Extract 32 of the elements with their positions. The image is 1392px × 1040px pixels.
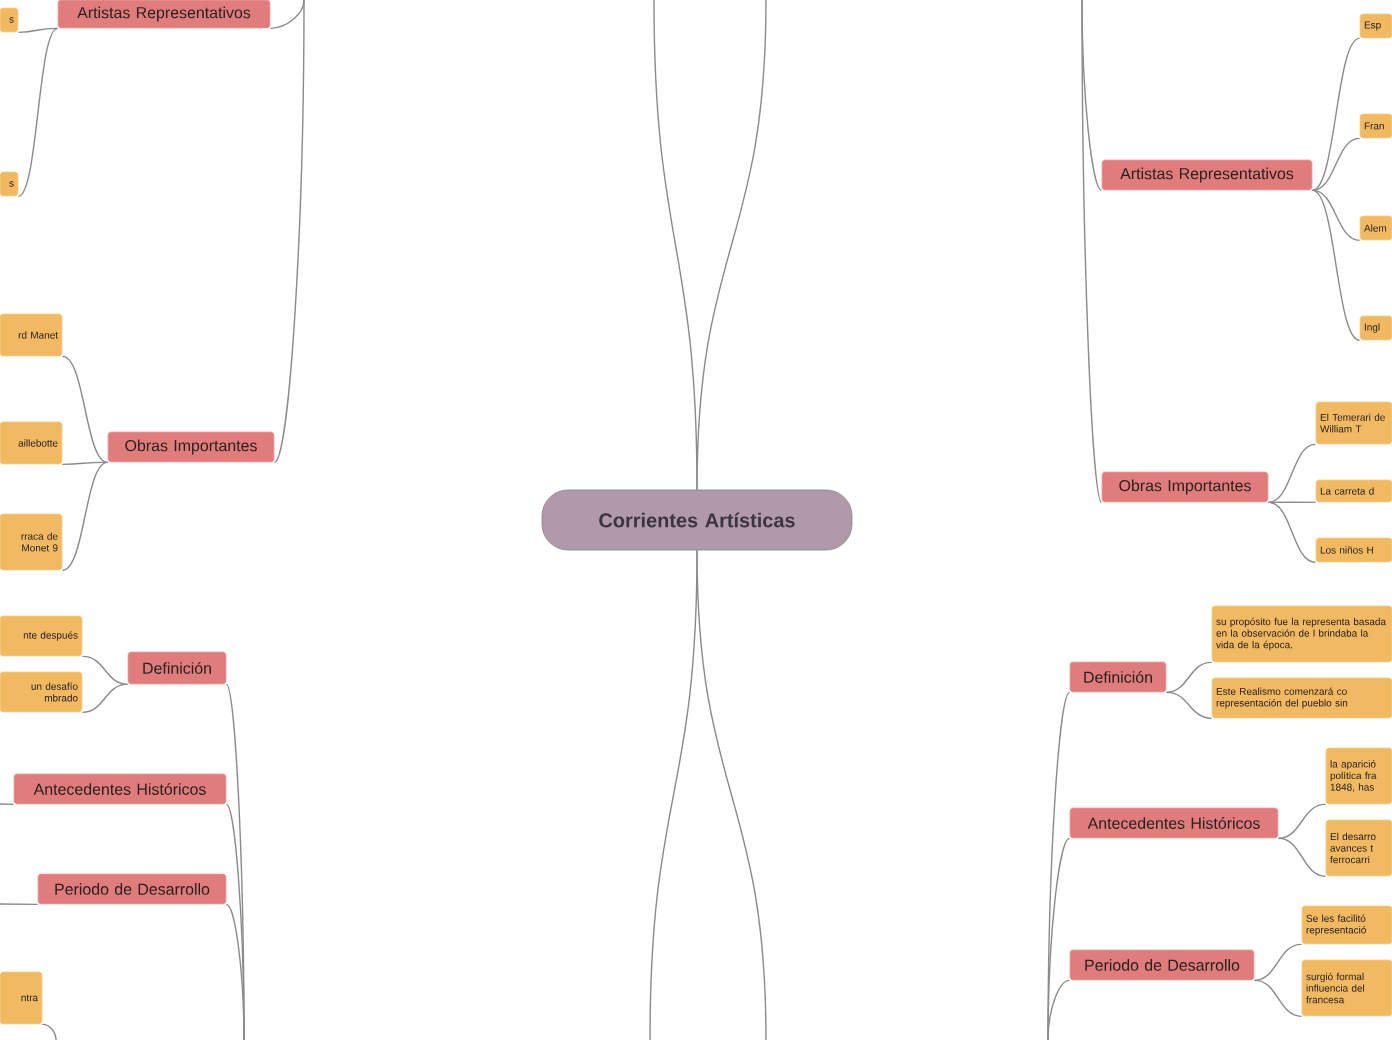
connector-line: [696, 549, 767, 1040]
connector-line: [1267, 501, 1317, 564]
connector-line: [1277, 803, 1327, 840]
connector-line: [1311, 137, 1361, 192]
connector-line: [61, 355, 109, 464]
connector-line: [1311, 189, 1361, 342]
connector-line: [0, 903, 39, 906]
connector-line: [1081, 0, 1103, 504]
connector-line: [1253, 979, 1303, 1018]
connector-line: [0, 803, 15, 806]
connector-line: [1267, 501, 1317, 504]
connector-line: [17, 27, 59, 34]
connector-line: [1277, 837, 1327, 878]
connector-line: [1047, 979, 1071, 1040]
connector-line: [61, 461, 109, 572]
connector-line: [1267, 443, 1317, 504]
connector-line: [1165, 661, 1213, 694]
connector-line: [61, 461, 109, 466]
connector-line: [696, 0, 767, 491]
connector-line: [81, 683, 129, 714]
connector-line: [17, 27, 59, 198]
connector-line: [41, 1023, 57, 1040]
connector-line: [1311, 37, 1361, 192]
connector-line: [1165, 691, 1213, 720]
connector-line: [1311, 189, 1361, 242]
connector-line: [81, 655, 129, 686]
central-topic: Corrientes Artísticas: [541, 489, 853, 551]
connector-line: [1253, 943, 1303, 982]
connector-line: [225, 903, 245, 1040]
connector-line: [273, 0, 305, 464]
connector-line: [1047, 837, 1071, 1040]
connector-line: [269, 0, 305, 30]
